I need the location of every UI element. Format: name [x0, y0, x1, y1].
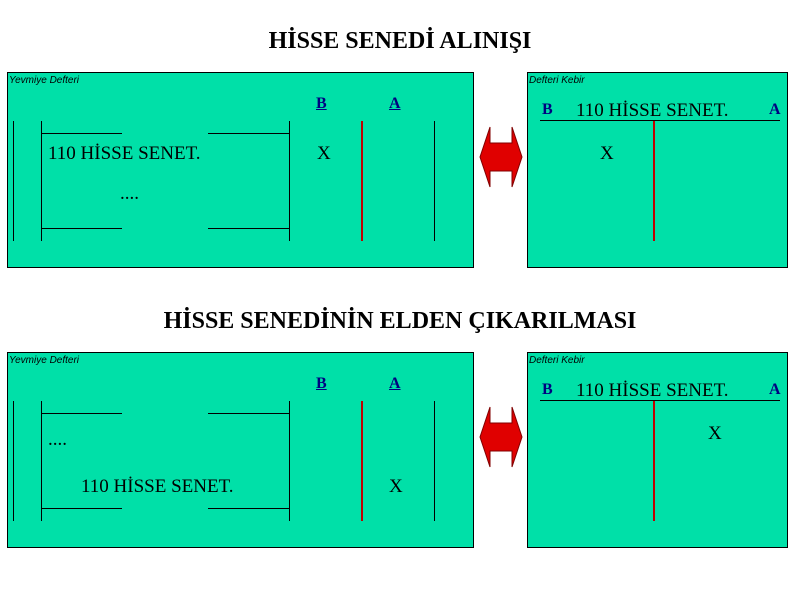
ledger-debit-header: B — [542, 381, 553, 398]
ledger-debit-header: B — [542, 101, 553, 118]
journal-left-border — [13, 121, 14, 241]
journal-credit-account: 110 HİSSE SENET. — [81, 476, 234, 497]
journal-credit-amount: X — [389, 476, 403, 497]
ledger-t-horizontal — [540, 120, 780, 121]
ledger-t-horizontal — [540, 400, 780, 401]
journal-top-rule-left — [41, 413, 122, 414]
journal-panel-disposal: Yevmiye Defteri B A .... 110 HİSSE SENET… — [7, 352, 474, 548]
journal-bottom-rule-right — [208, 508, 289, 509]
journal-bottom-rule-right — [208, 228, 289, 229]
journal-right-border — [434, 401, 435, 521]
double-arrow-icon — [479, 126, 523, 188]
journal-debit-credit-divider — [361, 121, 363, 241]
ledger-t-vertical — [653, 121, 655, 241]
journal-entry-right-line — [289, 121, 290, 241]
double-arrow-icon — [479, 406, 523, 468]
ledger-t-vertical — [653, 401, 655, 521]
journal-entry-right-line — [289, 401, 290, 521]
ledger-credit-header: A — [769, 381, 781, 398]
journal-top-rule-right — [208, 133, 289, 134]
journal-label: Yevmiye Defteri — [9, 75, 80, 86]
journal-debit-account: 110 HİSSE SENET. — [48, 143, 201, 164]
credit-column-header: A — [389, 375, 401, 392]
journal-top-rule-left — [41, 133, 122, 134]
ledger-label: Defteri Kebir — [529, 355, 585, 366]
ledger-label: Defteri Kebir — [529, 75, 585, 86]
credit-column-header: A — [389, 95, 401, 112]
ledger-account-name: 110 HİSSE SENET. — [576, 380, 729, 401]
journal-debit-account: .... — [48, 429, 67, 450]
journal-debit-credit-divider — [361, 401, 363, 521]
journal-bottom-rule-left — [41, 228, 122, 229]
ledger-panel-disposal: Defteri Kebir B A 110 HİSSE SENET. X — [527, 352, 788, 548]
ledger-debit-amount: X — [600, 143, 614, 164]
ledger-account-name: 110 HİSSE SENET. — [576, 100, 729, 121]
journal-entry-left-line — [41, 401, 42, 521]
journal-label: Yevmiye Defteri — [9, 355, 80, 366]
ledger-panel-purchase: Defteri Kebir B A 110 HİSSE SENET. X — [527, 72, 788, 268]
debit-column-header: B — [316, 95, 327, 112]
journal-right-border — [434, 121, 435, 241]
journal-entry-left-line — [41, 121, 42, 241]
journal-left-border — [13, 401, 14, 521]
journal-panel-purchase: Yevmiye Defteri B A 110 HİSSE SENET. X .… — [7, 72, 474, 268]
debit-column-header: B — [316, 375, 327, 392]
journal-top-rule-right — [208, 413, 289, 414]
journal-bottom-rule-left — [41, 508, 122, 509]
ledger-credit-header: A — [769, 101, 781, 118]
title-purchase: HİSSE SENEDİ ALINIŞI — [268, 28, 532, 54]
title-disposal: HİSSE SENEDİNİN ELDEN ÇIKARILMASI — [163, 308, 637, 334]
journal-debit-amount: X — [317, 143, 331, 164]
ledger-credit-amount: X — [708, 423, 722, 444]
journal-credit-account: .... — [120, 183, 139, 204]
